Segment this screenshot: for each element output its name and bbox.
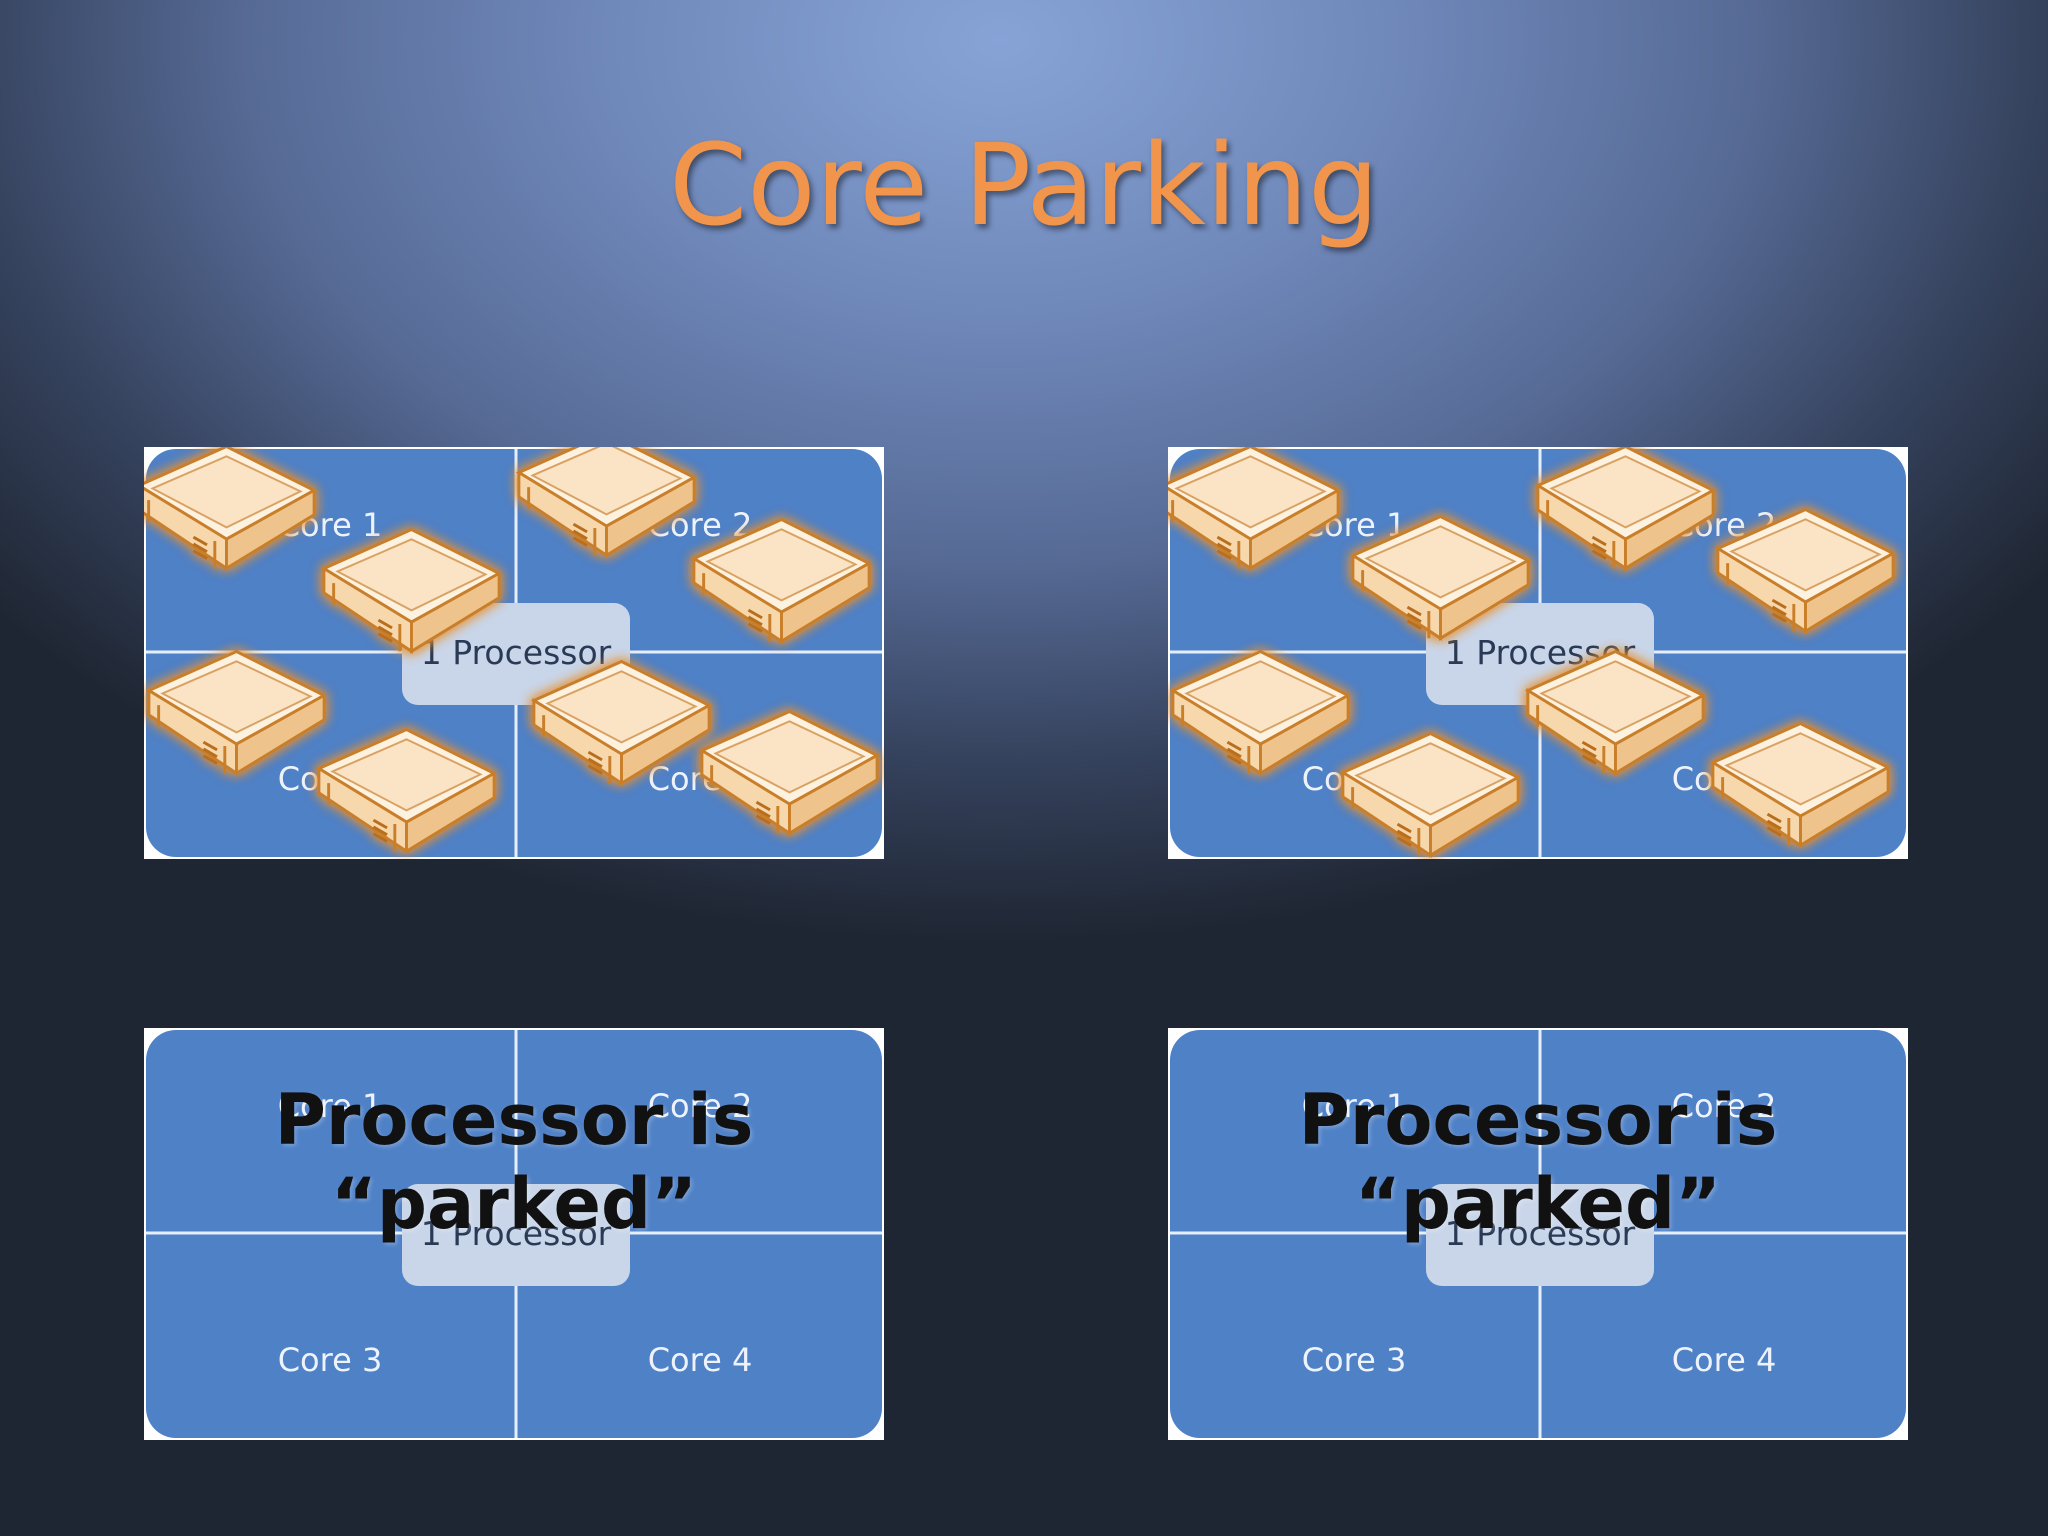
core-4-label: Core 4 (1672, 1341, 1777, 1379)
core-4-label: Core 4 (648, 1341, 753, 1379)
processor-label: 1 Processor (421, 1214, 612, 1253)
core-3-label: Core 3 (278, 1341, 383, 1379)
processor-diagram-top-right: 1 Processor Core 1 Core 2 Core 3 Core 4 (1168, 447, 1908, 859)
processor-box (402, 1184, 630, 1286)
core-1-label: Core 1 (1302, 1087, 1407, 1125)
processor-diagram-bottom-right: 1 Processor Core 1 Core 2 Core 3 Core 4 … (1168, 1028, 1908, 1440)
processor-box (1426, 1184, 1654, 1286)
core-2-label: Core 2 (648, 1087, 753, 1125)
processor-diagram-bottom-left: 1 Processor Core 1 Core 2 Core 3 Core 4 … (144, 1028, 884, 1440)
processor-box (402, 603, 630, 705)
processor-label: 1 Processor (421, 633, 612, 672)
core-1-label: Core 1 (278, 1087, 383, 1125)
processor-diagram-top-left: 1 Processor Core 1 Core 2 Core 3 Core 4 (144, 447, 884, 859)
core-2-label: Core 2 (1672, 1087, 1777, 1125)
core-3-label: Core 3 (1302, 1341, 1407, 1379)
slide-title: Core Parking (668, 121, 1380, 251)
processor-label: 1 Processor (1445, 1214, 1636, 1253)
